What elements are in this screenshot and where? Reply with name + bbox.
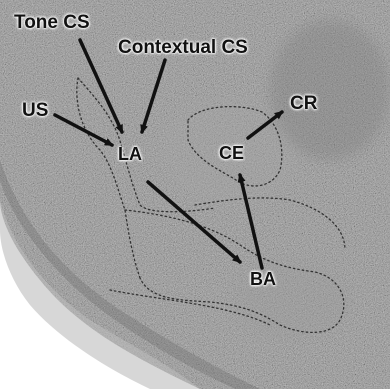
label-tone-cs: Tone CS — [14, 13, 90, 32]
label-contextual-cs: Contextual CS — [118, 38, 248, 57]
label-ce: CE — [219, 144, 244, 162]
label-la: LA — [118, 145, 142, 163]
label-cr: CR — [290, 94, 317, 113]
label-ba: BA — [250, 270, 276, 288]
label-us: US — [22, 101, 48, 120]
